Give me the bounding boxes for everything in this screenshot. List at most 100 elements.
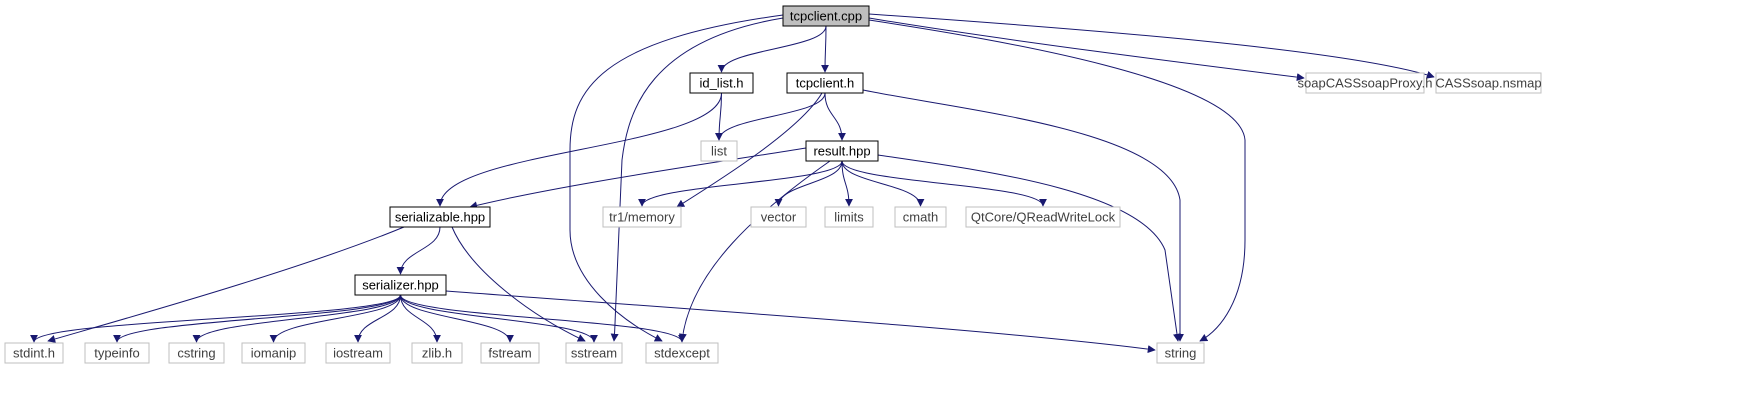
node-stdint-h: stdint.h [4, 342, 64, 364]
edge-tcpclient-cpp-to-string [868, 19, 1246, 342]
node-tr1-memory: tr1/memory [602, 206, 682, 228]
node-label: id_list.h [699, 76, 743, 91]
node-label: zlib.h [422, 346, 452, 361]
node-box [645, 342, 719, 364]
edge-tcpclient-cpp-to-id-list-h [717, 25, 827, 73]
node-cmath: cmath [894, 206, 947, 228]
node-box [1156, 342, 1205, 364]
node-box [325, 342, 391, 364]
node-box [411, 342, 463, 364]
node-label: limits [834, 210, 864, 225]
edge-tcpclient-h-to-result-hpp [824, 92, 846, 141]
node-box [565, 342, 623, 364]
node-limits: limits [824, 206, 874, 228]
edges-layer [30, 13, 1435, 354]
node-label: iomanip [251, 346, 297, 361]
node-typeinfo: typeinfo [84, 342, 150, 364]
node-cstring: cstring [168, 342, 225, 364]
edge-result-hpp-to-serializable-hpp [469, 147, 807, 210]
node-box [782, 5, 870, 27]
node-sstream: sstream [565, 342, 623, 364]
node-iomanip: iomanip [241, 342, 306, 364]
node-label: typeinfo [94, 346, 140, 361]
node-tcpclient-h[interactable]: tcpclient.h [786, 72, 864, 94]
edge-tcpclient-h-to-tr1-memory [676, 92, 823, 208]
node-label: cmath [903, 210, 938, 225]
node-box [354, 274, 447, 296]
edge-tcpclient-cpp-to-tcpclient-h [821, 25, 830, 73]
edge-serializable-hpp-to-serializer-hpp [396, 226, 441, 275]
node-qreadwritelock: QtCore/QReadWriteLock [965, 206, 1121, 228]
edge-serializer-hpp-to-typeinfo [113, 294, 401, 343]
edge-serializer-hpp-to-zlib-h [400, 294, 441, 343]
node-label: iostream [333, 346, 383, 361]
edge-serializer-hpp-to-cstring [192, 294, 401, 343]
node-label: stdexcept [654, 346, 710, 361]
edge-result-hpp-to-cmath [841, 160, 925, 207]
edge-result-hpp-to-qreadwritelock [841, 160, 1047, 207]
edge-serializer-hpp-to-iostream [354, 294, 401, 343]
node-soap-proxy: soapCASSsoapProxy.h [1298, 72, 1433, 94]
node-string: string [1156, 342, 1205, 364]
edge-tcpclient-cpp-to-stdexcept [569, 14, 784, 342]
node-serializable-hpp[interactable]: serializable.hpp [389, 206, 491, 228]
node-stdexcept: stdexcept [645, 342, 719, 364]
edge-result-hpp-to-limits [841, 160, 853, 207]
node-box [824, 206, 874, 228]
node-label: cstring [177, 346, 215, 361]
node-box [700, 140, 738, 162]
node-label: CASSsoap.nsmap [1435, 76, 1541, 91]
node-box [602, 206, 682, 228]
node-label: serializable.hpp [395, 210, 485, 225]
node-label: QtCore/QReadWriteLock [971, 210, 1116, 225]
edge-serializer-hpp-to-stdint-h [30, 294, 401, 343]
node-label: list [711, 144, 727, 159]
node-box [168, 342, 225, 364]
edge-result-hpp-to-vector [774, 160, 843, 207]
node-list: list [700, 140, 738, 162]
node-box [241, 342, 306, 364]
edge-result-hpp-to-string [877, 154, 1181, 342]
node-label: tcpclient.h [796, 76, 855, 91]
node-label: vector [761, 210, 797, 225]
node-box [4, 342, 64, 364]
node-box [689, 72, 754, 94]
nodes-layer: tcpclient.cpp id_list.h tcpclient.h soapCAS… [4, 5, 1542, 364]
node-fstream: fstream [480, 342, 540, 364]
node-zlib-h: zlib.h [411, 342, 463, 364]
edge-tcpclient-h-to-list [715, 92, 826, 141]
node-box [1305, 72, 1425, 94]
node-box [1435, 72, 1542, 94]
edge-serializer-hpp-to-iomanip [269, 294, 401, 343]
edge-tcpclient-cpp-to-sstream [610, 17, 784, 342]
node-label: stdint.h [13, 346, 55, 361]
node-tcpclient-cpp[interactable]: tcpclient.cpp [782, 5, 870, 27]
edge-result-hpp-to-tr1-memory [638, 160, 843, 207]
edge-id-list-h-to-serializable-hpp [436, 92, 722, 207]
edge-result-hpp-to-stdexcept [678, 160, 831, 342]
node-box [965, 206, 1121, 228]
node-label: string [1165, 346, 1197, 361]
node-label: fstream [488, 346, 531, 361]
node-label: serializer.hpp [362, 278, 439, 293]
edge-serializer-hpp-to-string [445, 290, 1156, 354]
node-label: sstream [571, 346, 617, 361]
edge-tcpclient-h-to-string [862, 89, 1184, 342]
node-box [480, 342, 540, 364]
node-result-hpp[interactable]: result.hpp [805, 140, 879, 162]
node-id-list-h[interactable]: id_list.h [689, 72, 754, 94]
node-serializer-hpp[interactable]: serializer.hpp [354, 274, 447, 296]
node-label: tcpclient.cpp [790, 9, 862, 24]
edge-tcpclient-cpp-to-cass-nsmap [868, 13, 1435, 79]
edge-serializer-hpp-to-fstream [400, 294, 514, 343]
edge-tcpclient-cpp-to-soap-proxy [868, 17, 1305, 82]
node-label: soapCASSsoapProxy.h [1298, 76, 1433, 91]
edge-serializer-hpp-to-stdexcept [400, 294, 686, 343]
node-iostream: iostream [325, 342, 391, 364]
node-box [786, 72, 864, 94]
node-box [389, 206, 491, 228]
node-label: tr1/memory [609, 210, 675, 225]
node-box [894, 206, 947, 228]
